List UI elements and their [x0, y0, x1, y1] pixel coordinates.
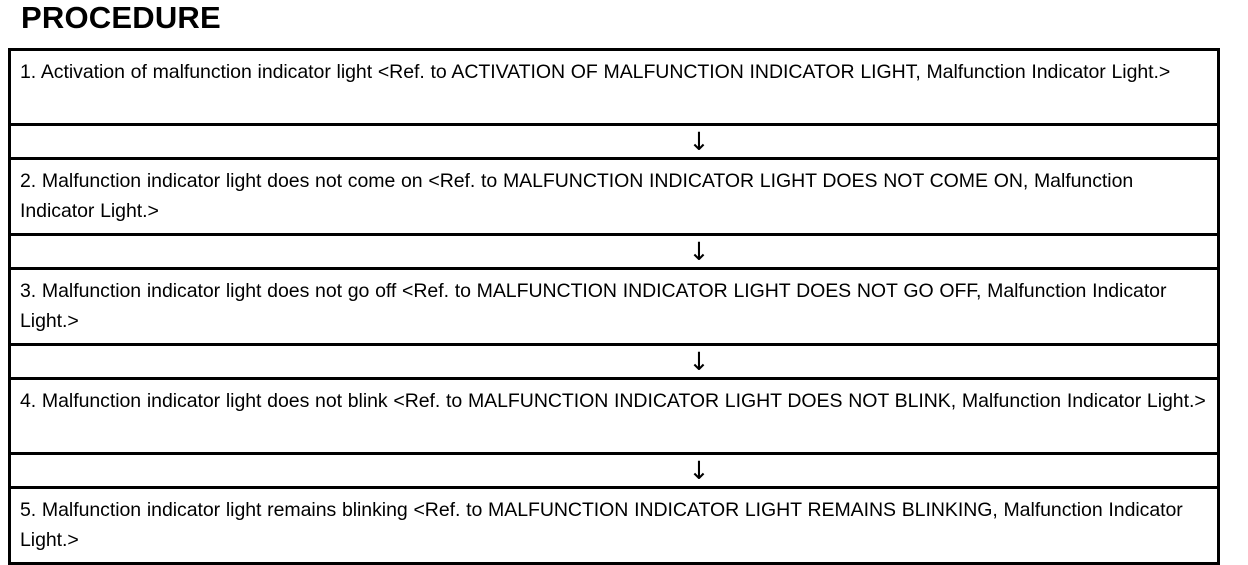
procedure-step-2[interactable]: 2. Malfunction indicator light does not …: [11, 160, 1217, 233]
flow-connector-1: ↓: [11, 123, 1217, 160]
down-arrow-icon: ↓: [688, 126, 710, 156]
page-title: PROCEDURE: [21, 0, 221, 35]
procedure-step-text: 5. Malfunction indicator light remains b…: [20, 499, 1183, 551]
procedure-step-text: 2. Malfunction indicator light does not …: [20, 170, 1134, 222]
down-arrow-icon: ↓: [688, 455, 710, 485]
procedure-step-3[interactable]: 3. Malfunction indicator light does not …: [11, 270, 1217, 343]
flow-connector-4: ↓: [11, 452, 1217, 489]
flow-connector-2: ↓: [11, 233, 1217, 270]
procedure-step-text: 3. Malfunction indicator light does not …: [20, 280, 1167, 332]
flow-connector-3: ↓: [11, 343, 1217, 380]
procedure-flow-table: 1. Activation of malfunction indicator l…: [8, 48, 1220, 565]
procedure-step-text: 1. Activation of malfunction indicator l…: [20, 61, 1171, 83]
procedure-step-5[interactable]: 5. Malfunction indicator light remains b…: [11, 489, 1217, 562]
down-arrow-icon: ↓: [688, 346, 710, 376]
procedure-step-text: 4. Malfunction indicator light does not …: [20, 390, 1206, 412]
procedure-step-4[interactable]: 4. Malfunction indicator light does not …: [11, 380, 1217, 452]
down-arrow-icon: ↓: [688, 236, 710, 266]
procedure-step-1[interactable]: 1. Activation of malfunction indicator l…: [11, 51, 1217, 123]
